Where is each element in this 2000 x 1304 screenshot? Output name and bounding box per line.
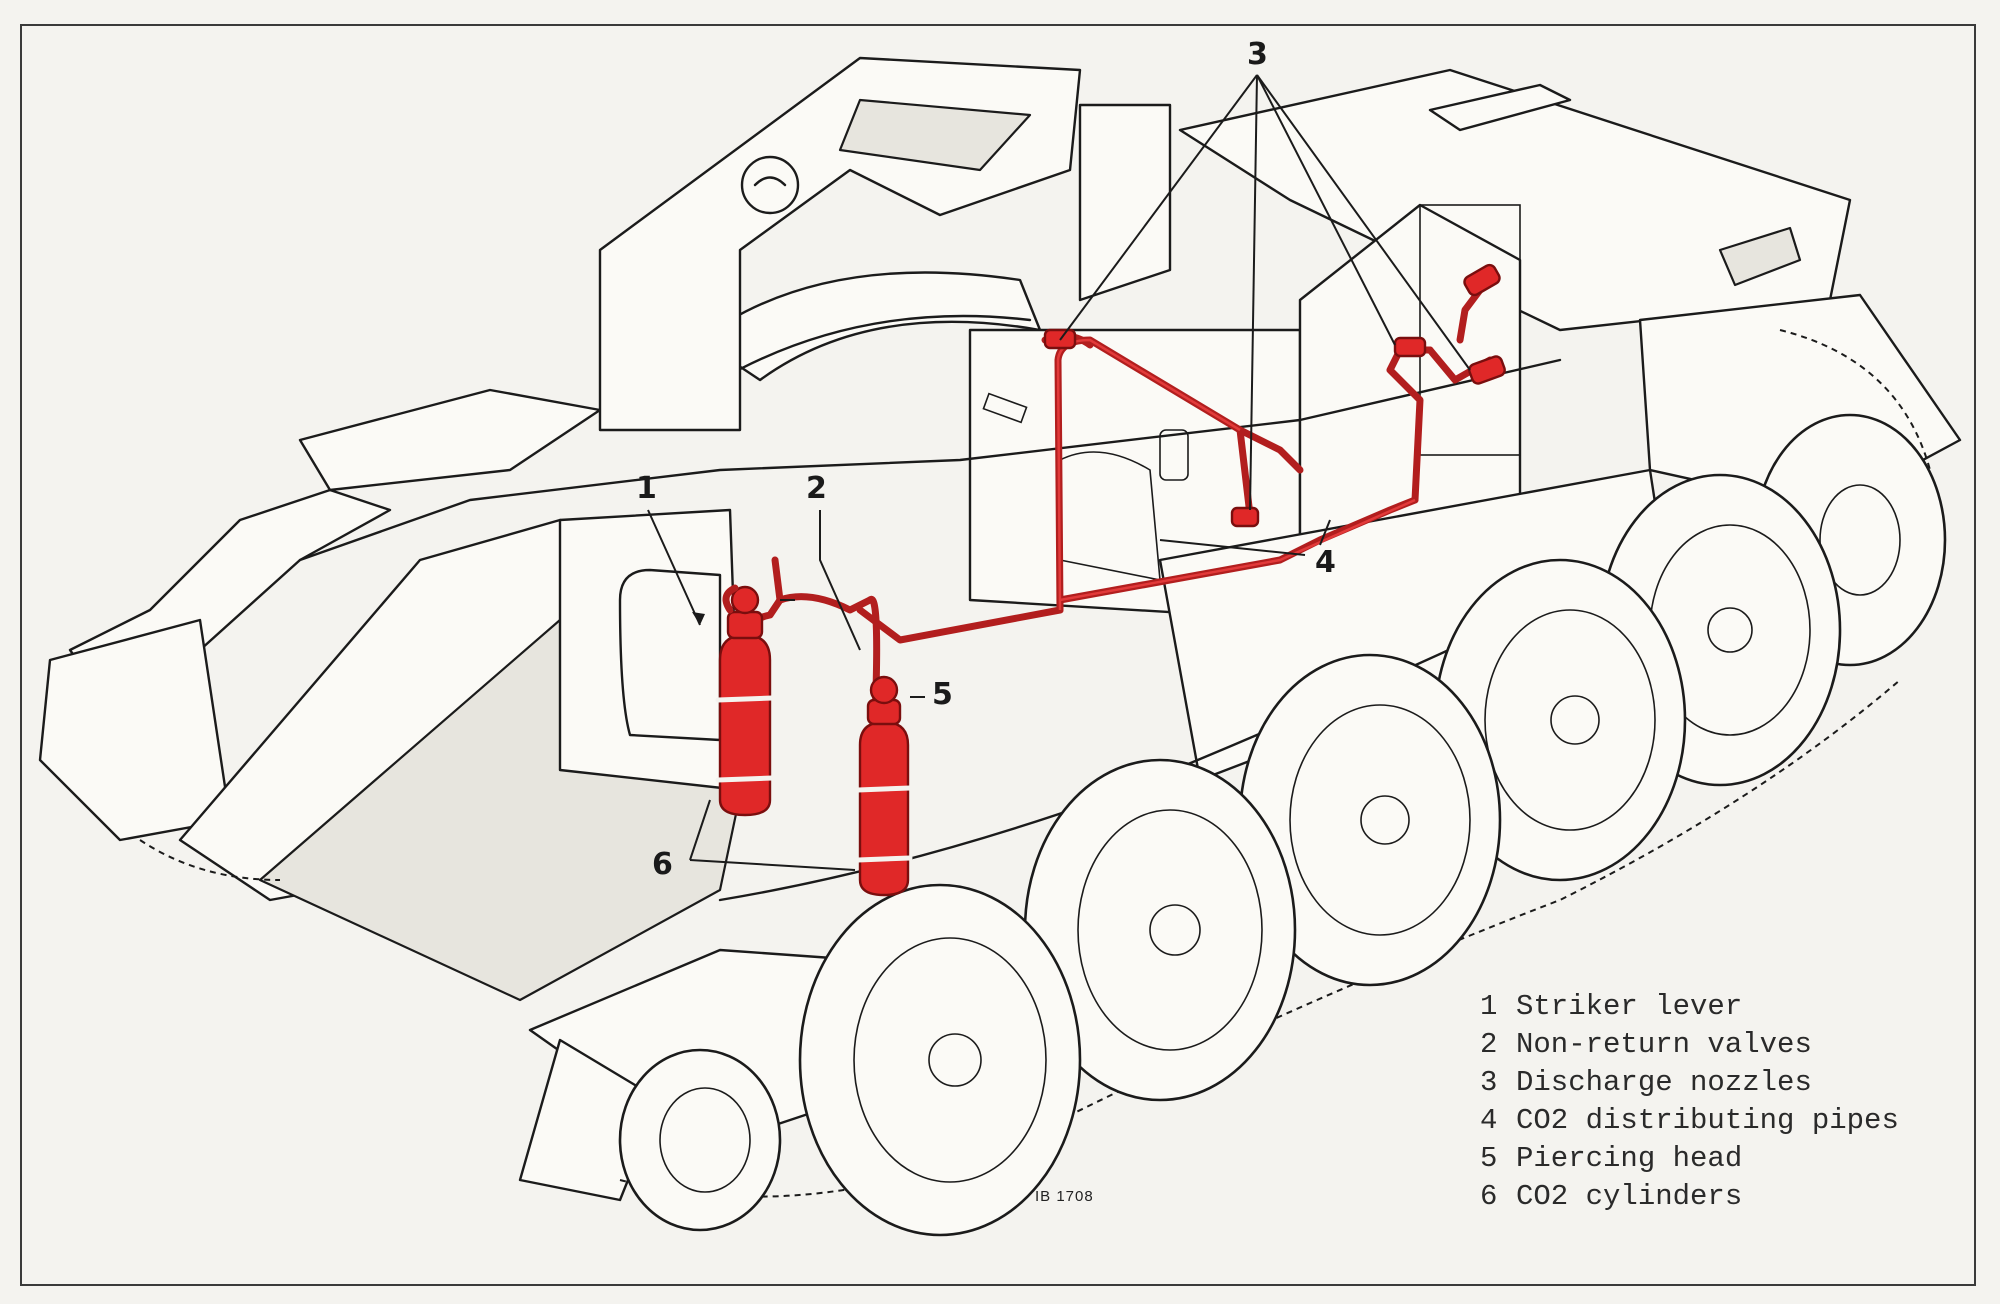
nozzle-icon: [1230, 506, 1260, 528]
callout-4: 4: [1315, 545, 1336, 580]
legend: 1 Striker lever 2 Non-return valves 3 Disch…: [1480, 990, 1960, 1218]
figure-reference: IB 1708: [1035, 1188, 1094, 1205]
leader-lines: [647, 74, 1471, 871]
hull: [38, 56, 1962, 1202]
callout-2: 2: [806, 471, 827, 506]
callout-6: 6: [652, 847, 673, 882]
callout-5: 5: [932, 677, 953, 712]
legend-number: 4: [1480, 1104, 1498, 1137]
striker-lever: [722, 584, 739, 614]
co2-cylinders: [715, 585, 913, 897]
legend-item: 2 Non-return valves: [1480, 1028, 1960, 1066]
legend-number: 3: [1480, 1066, 1498, 1099]
legend-number: 6: [1480, 1180, 1498, 1213]
legend-item: 4 CO2 distributing pipes: [1480, 1104, 1960, 1142]
road-wheel: [1023, 758, 1297, 1102]
legend-number: 1: [1480, 990, 1498, 1023]
legend-number: 2: [1480, 1028, 1498, 1061]
legend-item: 1 Striker lever: [1480, 990, 1960, 1028]
callout-3: 3: [1247, 37, 1268, 72]
idler-wheel: [618, 1048, 782, 1232]
legend-item: 5 Piercing head: [1480, 1142, 1960, 1180]
legend-text: CO2 cylinders: [1516, 1180, 1743, 1213]
nozzle-icon: [1463, 263, 1501, 297]
callout-1: 1: [636, 471, 657, 506]
diagram-border: [20, 24, 1976, 1286]
legend-item: 3 Discharge nozzles: [1480, 1066, 1960, 1104]
legend-text: Discharge nozzles: [1516, 1066, 1812, 1099]
road-wheel: [798, 883, 1082, 1237]
legend-text: Piercing head: [1516, 1142, 1743, 1175]
discharge-nozzles: [1043, 263, 1506, 528]
nozzle-icon: [1468, 355, 1506, 385]
legend-number: 5: [1480, 1142, 1498, 1175]
running-gear: [139, 329, 1947, 1237]
legend-item: 6 CO2 cylinders: [1480, 1180, 1960, 1218]
legend-text: Striker lever: [1516, 990, 1743, 1023]
nozzle-icon: [1393, 336, 1427, 358]
legend-text: CO2 distributing pipes: [1516, 1104, 1899, 1137]
legend-text: Non-return valves: [1516, 1028, 1812, 1061]
